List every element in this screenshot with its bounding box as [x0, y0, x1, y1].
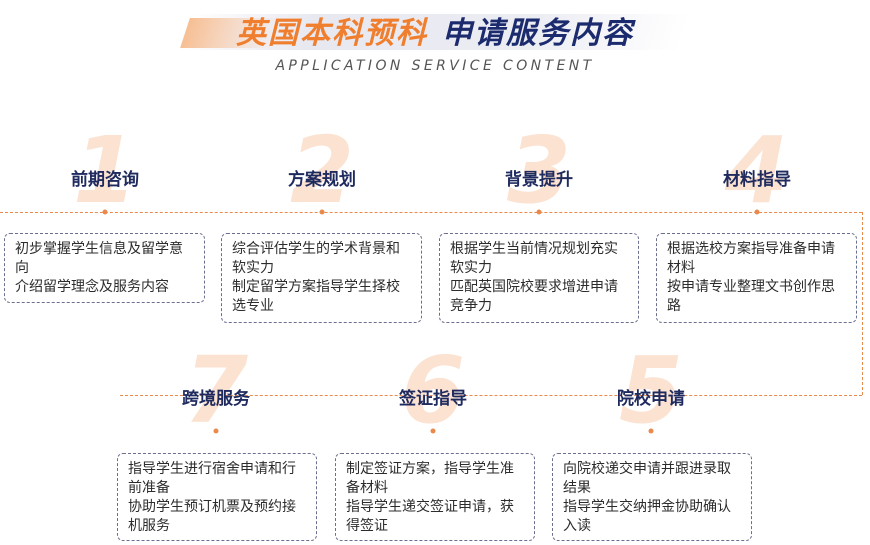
- step-4-title: 材料指导: [723, 170, 791, 190]
- step-3-line-1: 根据学生当前情况规划充实软实力: [450, 241, 618, 276]
- step-7-number: 7: [183, 337, 248, 444]
- step-2-number: 2: [289, 117, 354, 224]
- step-7-title: 跨境服务: [182, 389, 250, 409]
- step-7-line-1: 指导学生进行宿舍申请和行前准备: [128, 461, 296, 496]
- step-6-number: 6: [400, 337, 465, 444]
- step-6-dot: [430, 428, 436, 434]
- header: 英国本科预科申请服务内容 APPLICATION SERVICE CONTENT: [0, 0, 870, 90]
- step-2-title: 方案规划: [288, 170, 356, 190]
- page-subtitle: APPLICATION SERVICE CONTENT: [275, 58, 595, 74]
- step-4-line-1: 根据选校方案指导准备申请材料: [667, 241, 835, 276]
- step-3-description: 根据学生当前情况规划充实软实力 匹配英国院校要求增进申请竞争力: [439, 233, 639, 323]
- step-6-line-2: 指导学生递交签证申请，获得签证: [346, 499, 514, 534]
- step-1-dot: [102, 209, 108, 215]
- step-6-description: 制定签证方案，指导学生准备材料 指导学生递交签证申请，获得签证: [335, 453, 535, 541]
- bottom-connector-line: [120, 395, 862, 396]
- step-5-title: 院校申请: [617, 389, 685, 409]
- step-1-line-2: 介绍留学理念及服务内容: [15, 279, 169, 295]
- step-5-line-1: 向院校递交申请并跟进录取结果: [563, 461, 731, 496]
- step-1-line-1: 初步掌握学生信息及留学意向: [15, 241, 183, 276]
- step-1-description: 初步掌握学生信息及留学意向 介绍留学理念及服务内容: [4, 233, 205, 303]
- page-title: 英国本科预科申请服务内容: [0, 8, 870, 52]
- step-6-line-1: 制定签证方案，指导学生准备材料: [346, 461, 514, 496]
- step-1-title: 前期咨询: [71, 170, 139, 190]
- step-4-dot: [754, 209, 760, 215]
- step-7-line-2: 协助学生预订机票及预约接机服务: [128, 499, 296, 534]
- step-2-line-2: 制定留学方案指导学生择校选专业: [232, 279, 400, 314]
- step-5-description: 向院校递交申请并跟进录取结果 指导学生交纳押金协助确认入读: [552, 453, 752, 541]
- step-3-number: 3: [506, 117, 571, 224]
- step-2-line-1: 综合评估学生的学术背景和软实力: [232, 241, 400, 276]
- step-7-dot: [213, 428, 219, 434]
- step-4-line-2: 按申请专业整理文书创作思路: [667, 279, 835, 314]
- step-3-title: 背景提升: [505, 170, 573, 190]
- step-3-line-2: 匹配英国院校要求增进申请竞争力: [450, 279, 618, 314]
- step-5-number: 5: [618, 337, 683, 444]
- step-5-line-2: 指导学生交纳押金协助确认入读: [563, 499, 731, 534]
- right-connector-line: [862, 212, 863, 395]
- title-orange-part: 英国本科预科: [236, 16, 428, 51]
- step-7-description: 指导学生进行宿舍申请和行前准备 协助学生预订机票及预约接机服务: [117, 453, 317, 541]
- step-4-number: 4: [724, 117, 789, 224]
- title-navy-part: 申请服务内容: [442, 16, 634, 51]
- top-connector-line: [0, 212, 862, 213]
- step-2-dot: [319, 209, 325, 215]
- step-1-number: 1: [72, 117, 137, 224]
- step-4-description: 根据选校方案指导准备申请材料 按申请专业整理文书创作思路: [656, 233, 857, 323]
- step-2-description: 综合评估学生的学术背景和软实力 制定留学方案指导学生择校选专业: [221, 233, 422, 323]
- step-6-title: 签证指导: [399, 389, 467, 409]
- step-3-dot: [536, 209, 542, 215]
- step-5-dot: [648, 428, 654, 434]
